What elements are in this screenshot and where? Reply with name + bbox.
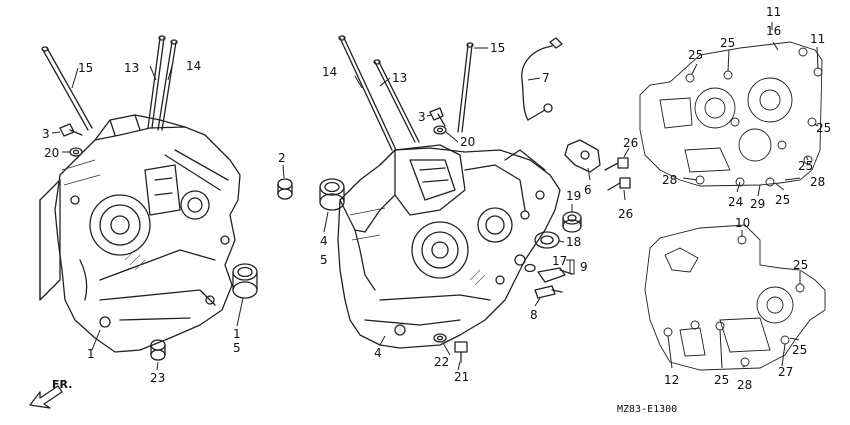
sensor-7: [521, 37, 563, 121]
callout-10: 10: [735, 216, 750, 230]
callout-9: 9: [580, 260, 588, 274]
callout-21: 21: [454, 370, 469, 384]
callout-20-center: 20: [460, 135, 475, 149]
callout-29: 29: [750, 197, 765, 211]
center-crankcase-half: [337, 144, 561, 349]
callout-25-upper-d: 25: [798, 159, 813, 173]
callout-25-upper-c: 25: [816, 121, 831, 135]
oil-seal-18: [534, 231, 560, 249]
washer-20-left: [69, 147, 83, 157]
callout-25-upper-e: 25: [775, 193, 790, 207]
callout-20-left: 20: [44, 146, 59, 160]
callout-15-center: 15: [490, 41, 505, 55]
bolt-26-upper: [604, 157, 629, 171]
dowel-2: [277, 178, 293, 200]
callout-25-lower-b: 25: [792, 343, 807, 357]
callout-4-seal: 4: [320, 234, 328, 248]
callout-2: 2: [278, 151, 286, 165]
washer-22: [433, 333, 447, 343]
bolt-26-lower: [607, 177, 631, 191]
callout-3-left: 3: [42, 127, 50, 141]
callout-1-bearing: 1: [233, 327, 241, 341]
callout-13-left: 13: [124, 61, 139, 75]
callout-25-upper-a: 25: [688, 48, 703, 62]
bolt-21: [454, 341, 468, 363]
callout-4-center: 4: [374, 346, 382, 360]
callout-28-upper-left: 28: [662, 173, 677, 187]
oil-seal-4-5: [319, 178, 345, 211]
callout-5-seal: 5: [320, 253, 328, 267]
callout-3-center: 3: [418, 110, 426, 124]
callout-16: 16: [766, 24, 781, 38]
callout-14-left: 14: [186, 59, 201, 73]
callout-18: 18: [566, 235, 581, 249]
callout-26-upper: 26: [623, 136, 638, 150]
callout-26-lower: 26: [618, 207, 633, 221]
callout-28-upper-right: 28: [810, 175, 825, 189]
left-crankcase-half: [39, 114, 241, 353]
bearing-1-5: [232, 263, 258, 299]
callout-22: 22: [434, 355, 449, 369]
bearing-19: [562, 211, 582, 233]
leader-lines: [51, 22, 819, 371]
part-callouts: 15 13 14 3 20 2 1 1 5 23 4 5 14 13 15 7 …: [42, 5, 831, 392]
bracket-6: [564, 139, 601, 173]
callout-28-lower: 28: [737, 378, 752, 392]
callout-25-upper-b: 25: [720, 36, 735, 50]
callout-24: 24: [728, 195, 743, 209]
callout-17: 17: [552, 254, 567, 268]
front-direction-arrow: FR.: [29, 378, 72, 409]
callout-19: 19: [566, 189, 581, 203]
crankcase-gasket-upper: [639, 41, 823, 187]
callout-5-left: 5: [233, 341, 241, 355]
callout-7: 7: [542, 71, 550, 85]
callout-12: 12: [664, 373, 679, 387]
callout-14-center: 14: [322, 65, 337, 79]
bolt-3-center: [429, 107, 446, 127]
bolt-3-left: [59, 123, 83, 137]
callout-25-lower-c: 25: [714, 373, 729, 387]
callout-25-lower-a: 25: [793, 258, 808, 272]
bolt-8: [534, 285, 563, 299]
front-label: FR.: [52, 378, 72, 391]
callout-13-center: 13: [392, 71, 407, 85]
callout-6: 6: [584, 183, 592, 197]
washer-20-center: [433, 125, 447, 135]
dowel-23: [150, 339, 166, 361]
crankcase-gasket-lower: [644, 224, 826, 371]
stud-bolts-left: [41, 35, 178, 131]
diagram-code: MZ83-E1300: [617, 404, 677, 415]
callout-27: 27: [778, 365, 793, 379]
callout-1-left: 1: [87, 347, 95, 361]
stud-bolts-center: [338, 35, 474, 151]
callout-11-top: 11: [766, 5, 781, 19]
callout-8: 8: [530, 308, 538, 322]
callout-23: 23: [150, 371, 165, 385]
callout-11-right: 11: [810, 32, 825, 46]
callout-15-left: 15: [78, 61, 93, 75]
